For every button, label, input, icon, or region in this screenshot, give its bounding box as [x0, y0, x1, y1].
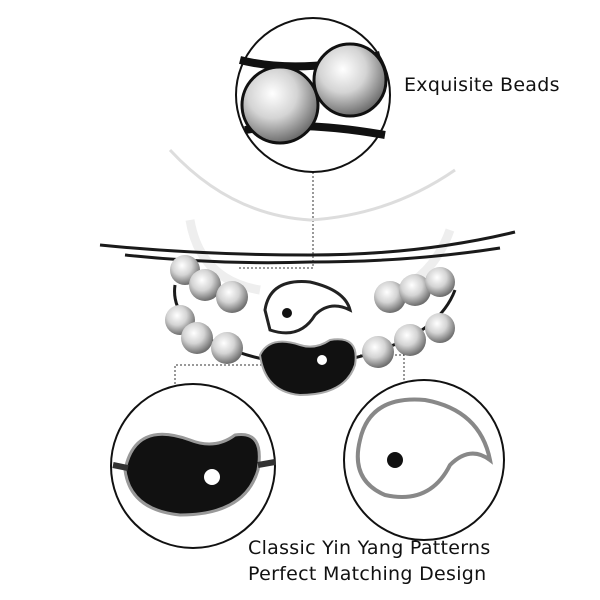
beads-closeup: [235, 17, 391, 173]
pattern-label: Classic Yin Yang Patterns: [248, 537, 491, 559]
connector-lines: [174, 172, 405, 384]
yang-charm-closeup: [343, 379, 505, 541]
matching-design-label: Perfect Matching Design: [248, 563, 487, 585]
black-yin-charm: [258, 338, 357, 397]
rhinestone-beads: [165, 255, 455, 368]
yin-charm-closeup: [110, 383, 276, 549]
exquisite-beads-label: Exquisite Beads: [404, 74, 560, 96]
white-yang-charm: [263, 280, 353, 335]
